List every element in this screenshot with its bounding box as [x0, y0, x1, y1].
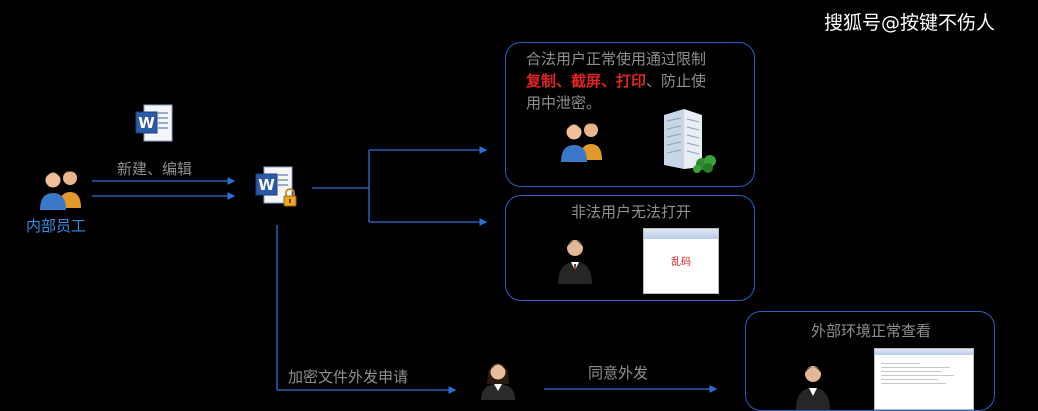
svg-text:W: W	[258, 176, 275, 194]
legal-users-icon	[561, 123, 602, 162]
employee-label: 内部员工	[26, 217, 87, 235]
external-view-box: 外部环境正常查看	[745, 311, 995, 411]
illegal-use-title: 非法用户无法打开	[570, 203, 691, 221]
flow-connectors	[92, 146, 718, 394]
garbled-text: 乱码	[671, 257, 691, 268]
unauthorized-user-icon	[558, 240, 592, 284]
office-building-icon	[664, 109, 716, 173]
legal-text-1: 合法用户正常使用通过限制	[526, 50, 707, 68]
readable-document-preview	[874, 348, 974, 410]
users-icon	[40, 171, 81, 210]
legal-use-box: 合法用户正常使用通过限制 复制、截屏、打印、防止使 用中泄密。	[505, 42, 755, 187]
encrypted-document-icon: W	[255, 166, 297, 207]
external-user-icon	[796, 366, 830, 410]
watermark: 搜狐号@按键不伤人	[824, 12, 996, 34]
word-document-icon: W	[135, 104, 173, 142]
approver-icon	[481, 363, 515, 400]
external-request-label: 加密文件外发申请	[288, 368, 409, 386]
legal-text-3: 用中泄密。	[526, 94, 602, 112]
svg-text:W: W	[138, 114, 155, 132]
create-edit-label: 新建、编辑	[117, 160, 193, 178]
approve-label: 同意外发	[588, 364, 649, 382]
restricted-actions: 复制、截屏、打印	[526, 72, 647, 90]
illegal-use-box: 非法用户无法打开 乱码	[505, 195, 755, 301]
legal-use-description: 合法用户正常使用通过限制 复制、截屏、打印、防止使 用中泄密。	[526, 48, 748, 114]
garbled-document-preview: 乱码	[643, 228, 719, 294]
legal-text-2: 、防止使	[646, 72, 707, 90]
external-view-title: 外部环境正常查看	[810, 322, 931, 340]
